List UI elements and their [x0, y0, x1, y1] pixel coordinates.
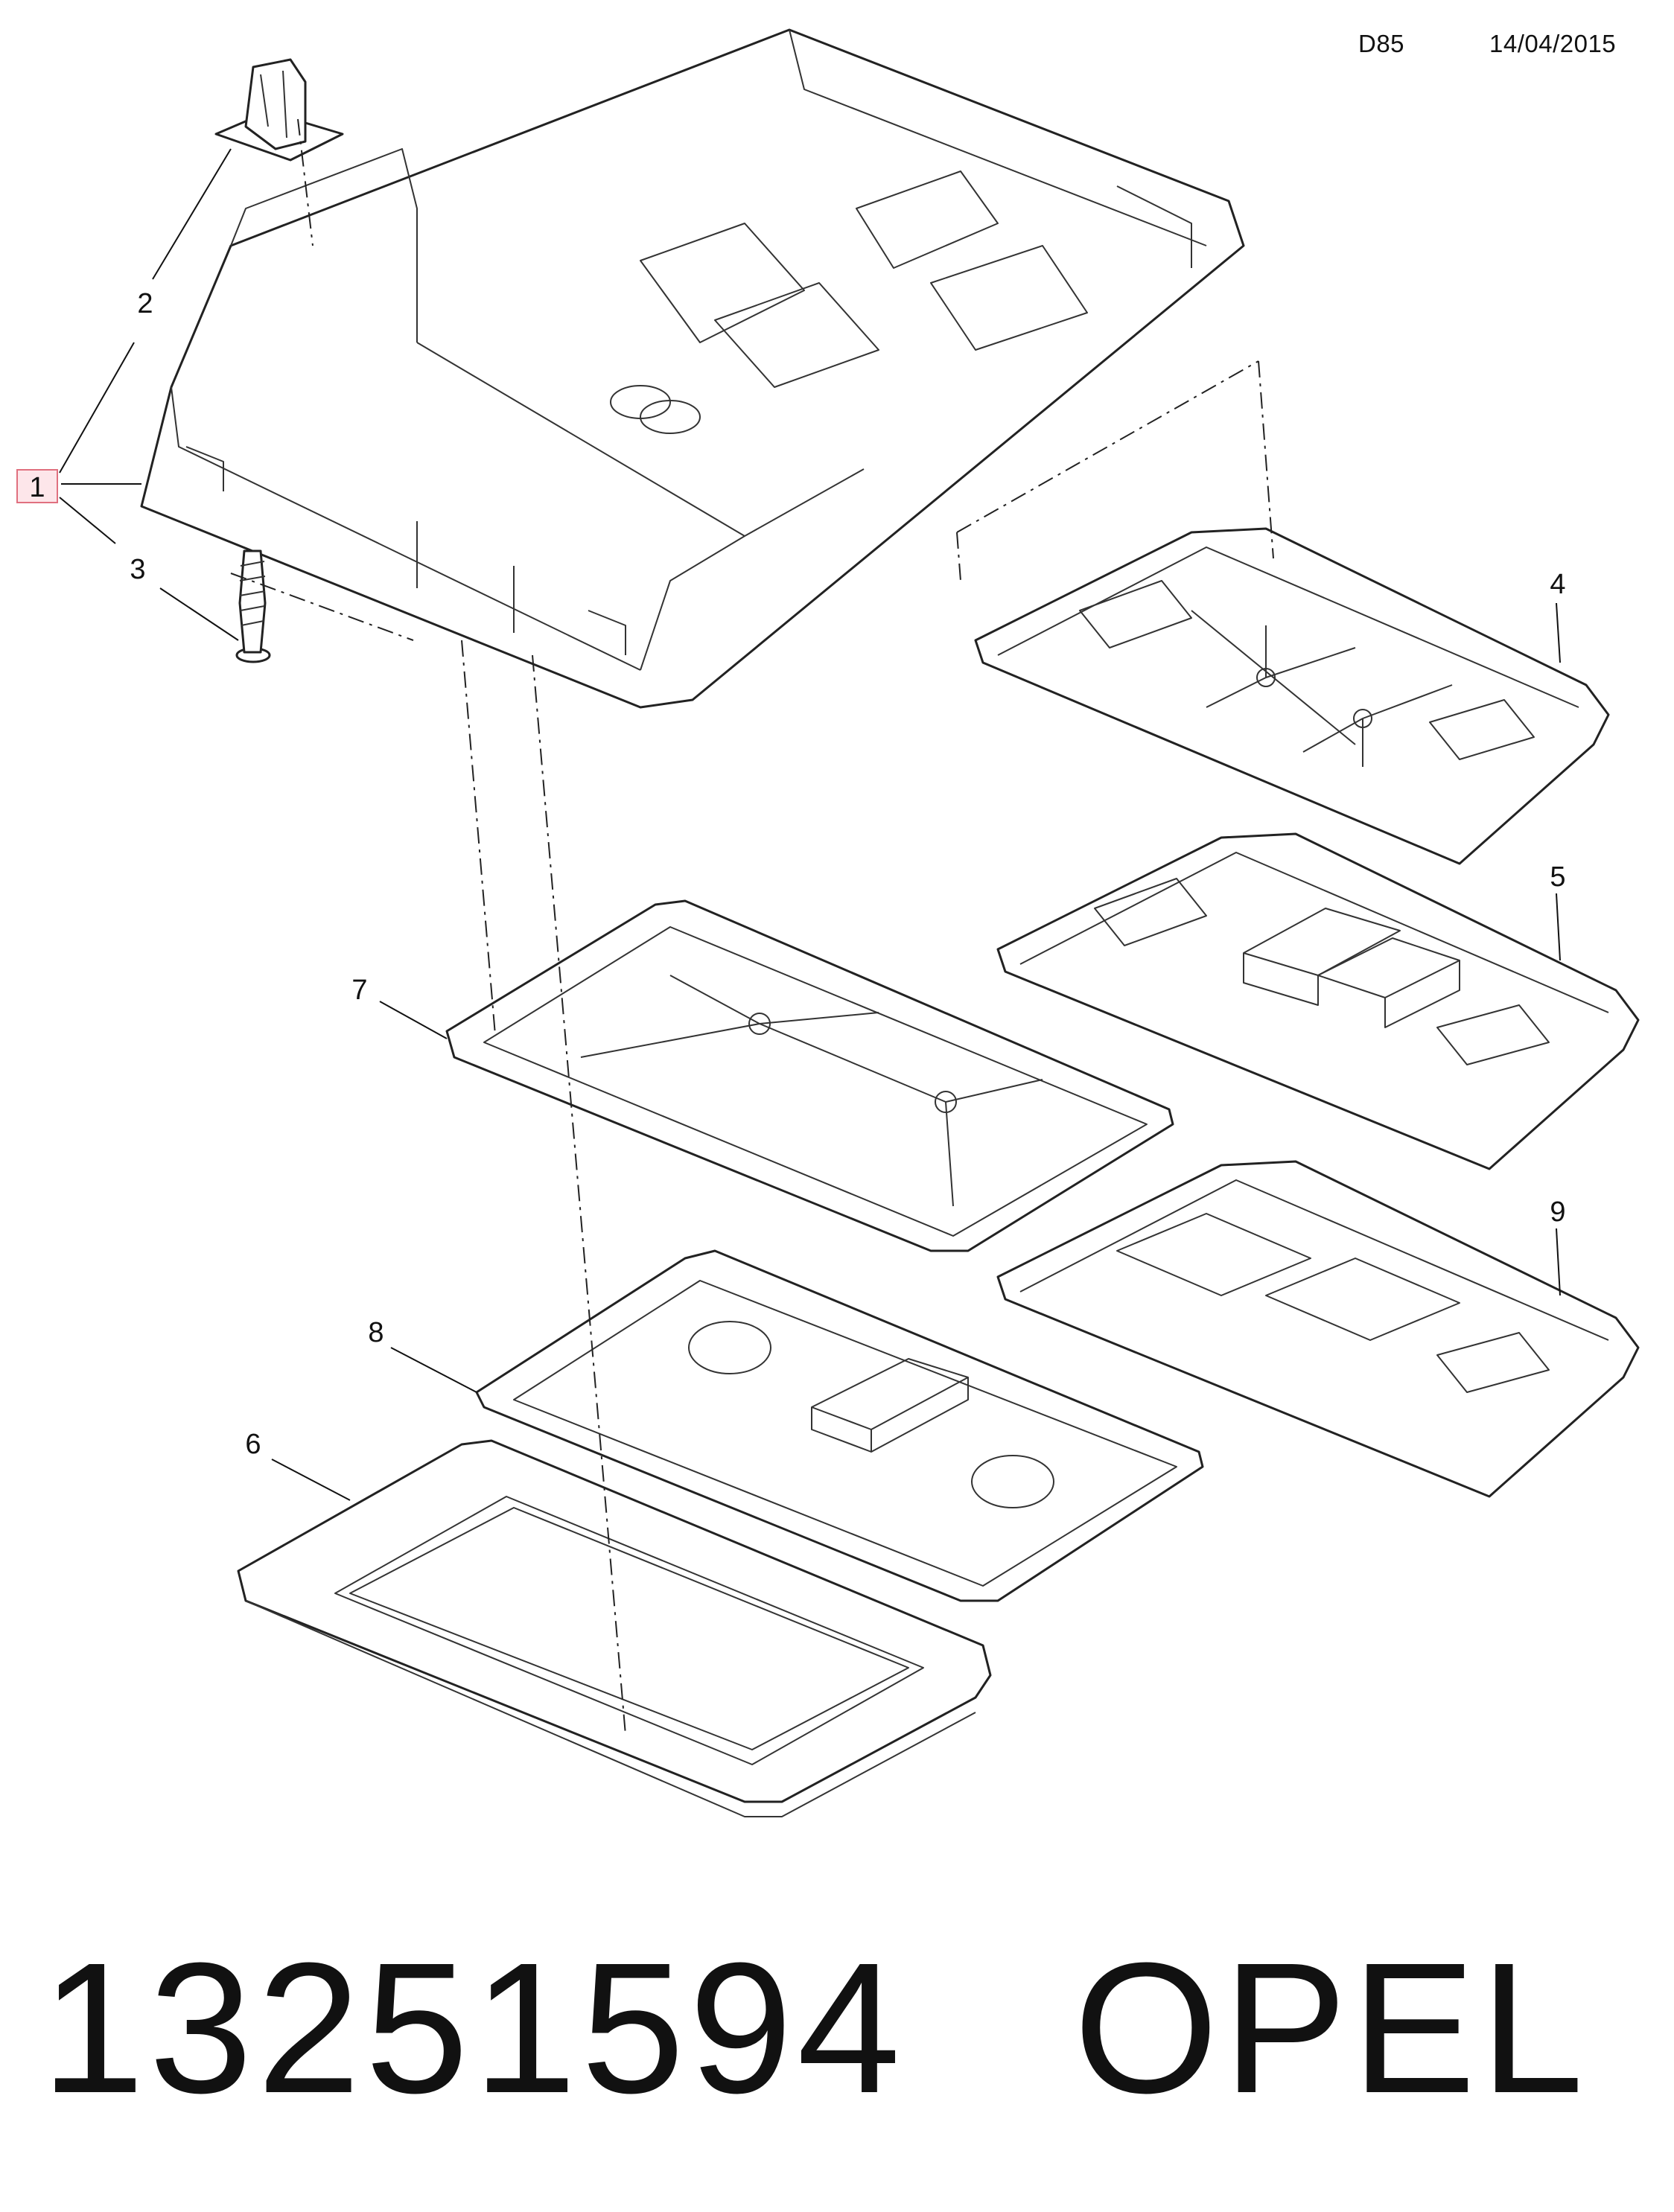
brand-name: OPEL [1073, 1924, 1588, 2132]
callout-3: 3 [130, 554, 145, 585]
diagram-date: 14/04/2015 [1489, 30, 1617, 57]
callout-1-highlight [16, 469, 58, 503]
part-number-footer: 13251594 OPEL [41, 1921, 1588, 2135]
part-number: 13251594 [41, 1924, 906, 2132]
part-3-screw [235, 549, 271, 663]
assembly-lines [230, 118, 1274, 1736]
part-5-panel [996, 832, 1640, 1170]
part-1-console-housing [140, 28, 1245, 709]
diagram-code: D85 [1358, 30, 1405, 57]
callout-2: 2 [137, 288, 153, 319]
part-8-lamp-panel [475, 1249, 1204, 1602]
callout-7: 7 [351, 975, 367, 1006]
part-2-clip [214, 58, 344, 162]
part-4-panel [974, 527, 1610, 865]
callout-9: 9 [1550, 1196, 1565, 1228]
part-6-bezel-frame [237, 1439, 992, 1817]
leader-lines [59, 148, 1561, 1501]
callout-4: 4 [1550, 569, 1565, 600]
callout-6: 6 [245, 1429, 261, 1460]
callout-8: 8 [368, 1317, 384, 1348]
part-7-base-plate [445, 899, 1174, 1252]
callout-1: 1 [29, 472, 45, 503]
callout-5: 5 [1550, 861, 1565, 893]
part-9-panel [996, 1160, 1640, 1498]
